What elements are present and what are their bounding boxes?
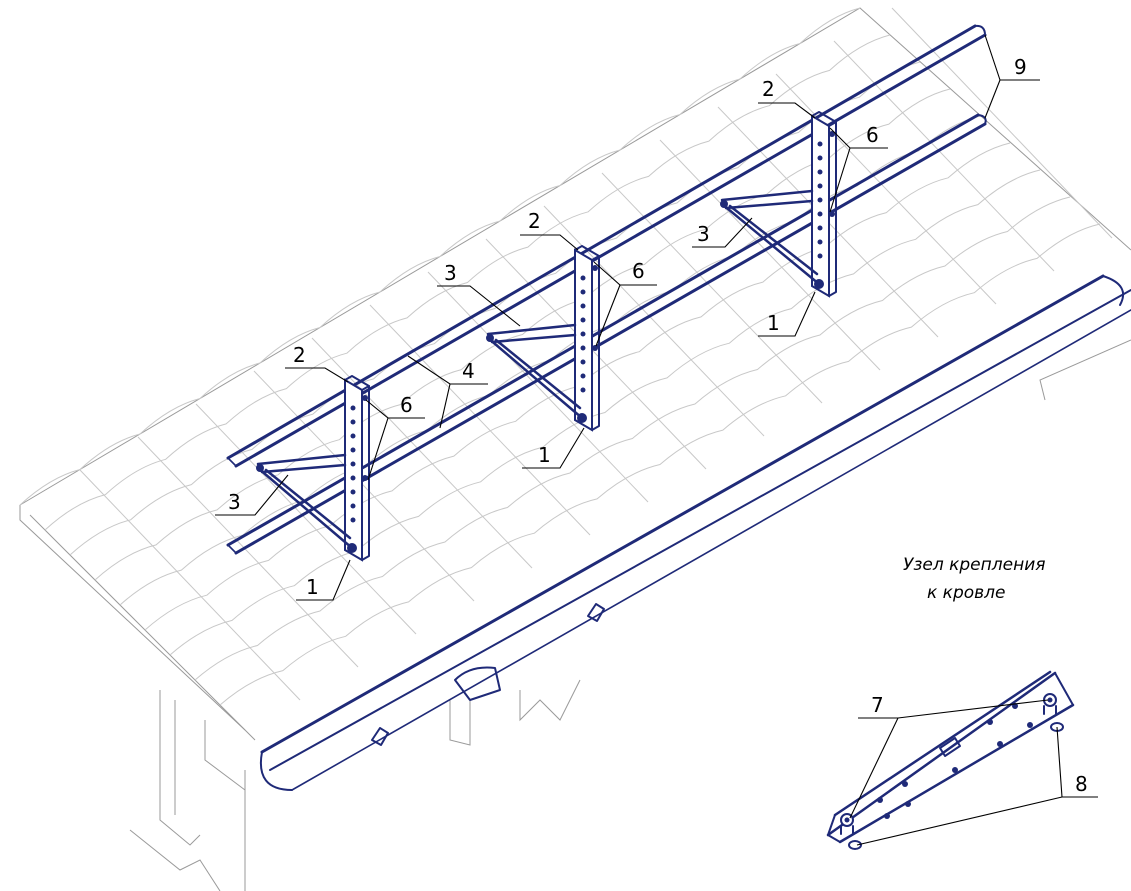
detail-caption-line1: Узел крепления [903,555,1045,575]
bolt-right [1043,693,1057,715]
callout-3-left: 3 [228,490,241,514]
post-middle [486,245,600,432]
washer-left [848,840,862,850]
callout-leaders [215,34,1040,601]
detail-caption-line2: к кровле [927,583,1005,603]
callout-labels: 9 2 6 3 1 2 6 3 1 2 4 6 3 1 [228,55,1027,599]
callout-7: 7 [871,693,884,717]
snow-guard [226,24,987,562]
tile-columns [79,7,1113,701]
post-right [720,111,837,298]
fastening-detail: Узел крепления к кровле [826,555,1098,850]
callout-6-left: 6 [400,393,413,417]
bolt-left [840,813,854,835]
callout-3-right: 3 [697,222,710,246]
callout-9: 9 [1014,55,1027,79]
callout-1-right: 1 [767,311,780,335]
callout-4: 4 [462,359,475,383]
callout-3-middle: 3 [444,261,457,285]
gutter [259,274,1131,791]
roof-tiles [19,7,1131,891]
callout-6-middle: 6 [632,259,645,283]
post-left [256,375,370,562]
callout-1-left: 1 [306,575,319,599]
callout-2-left: 2 [293,343,306,367]
callout-6-right: 6 [866,123,879,147]
callout-2-middle: 2 [528,209,541,233]
callout-2-right: 2 [762,77,775,101]
callout-8: 8 [1075,772,1088,796]
callout-1-middle: 1 [538,443,551,467]
